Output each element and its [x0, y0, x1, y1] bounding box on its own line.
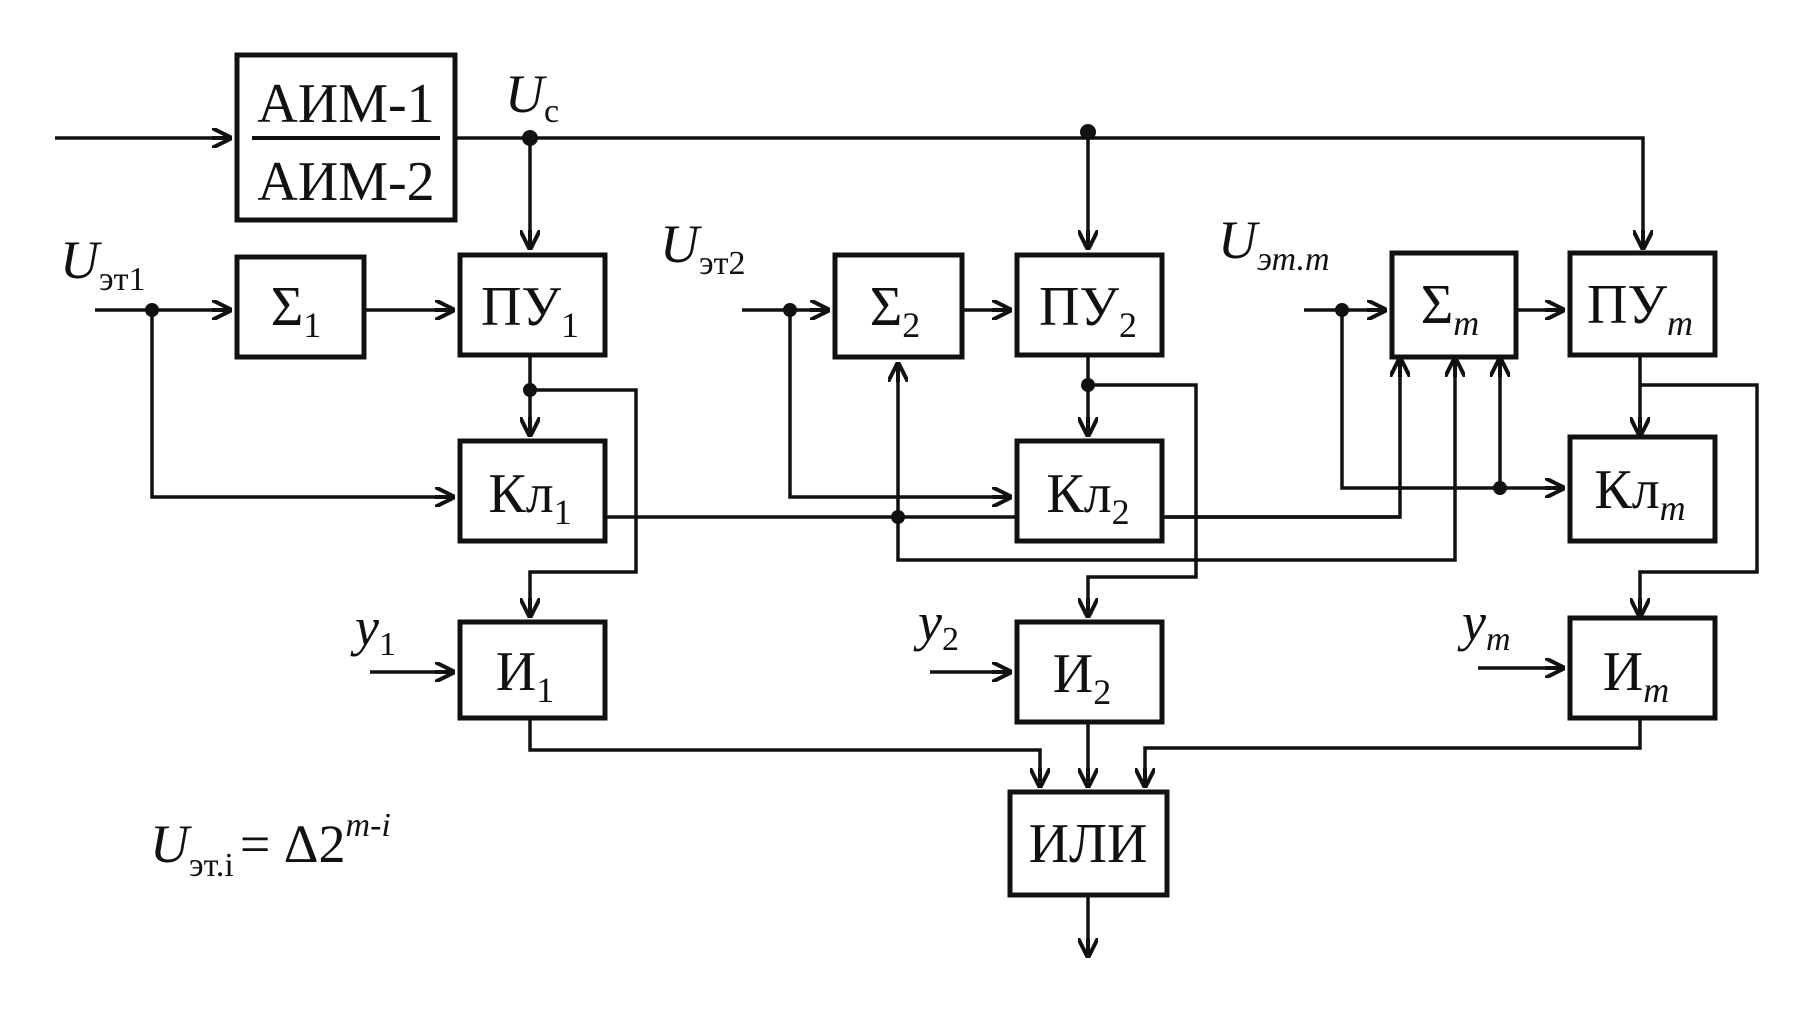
or-gate-label: ИЛИ	[1029, 813, 1148, 875]
pu-block-2	[1014, 252, 1165, 358]
sum-block-2	[832, 252, 965, 360]
junction-dot	[1080, 124, 1096, 140]
junction-dot	[523, 383, 537, 397]
svg-text:Σm: Σm	[1421, 274, 1480, 343]
ref-voltage-m-label: Uэт.m	[1218, 210, 1330, 278]
svg-text:Клm: Клm	[1594, 459, 1685, 528]
modulator-block: АИМ-1 АИМ-2	[234, 52, 458, 223]
channel-m: Uэт.m Σm ПУm Клm Иm ym	[1218, 210, 1718, 721]
modulator-top-label: АИМ-1	[257, 73, 434, 135]
svg-text:И1: И1	[496, 641, 554, 710]
key-block-2	[1014, 438, 1165, 544]
and-gate-m	[1567, 615, 1718, 721]
modulator-bottom-label: АИМ-2	[257, 151, 434, 213]
svg-text:И2: И2	[1053, 643, 1111, 712]
signal-uc-label: Uc	[505, 64, 559, 130]
sum-block-m	[1389, 250, 1519, 360]
svg-text:ПУm: ПУm	[1587, 274, 1693, 343]
svg-text:ПУ1: ПУ1	[481, 276, 579, 345]
formula: Uэт.i= Δ2m-i	[150, 807, 391, 884]
svg-text:ПУ2: ПУ2	[1039, 276, 1137, 345]
pu-block-m	[1567, 250, 1718, 358]
svg-text:Кл1: Кл1	[488, 463, 571, 532]
junction-dot	[1081, 378, 1095, 392]
junction-dot	[891, 510, 905, 524]
junction-dot	[1493, 481, 1507, 495]
ref-voltage-1-label: Uэт1	[60, 230, 145, 298]
channel-1: Uэт1 Σ1 ПУ1 Кл1 И1 y1	[60, 230, 608, 721]
key-block-m	[1567, 434, 1718, 544]
or-gate: ИЛИ	[1007, 789, 1170, 898]
junction-dots	[145, 124, 1507, 524]
junction-dot	[783, 303, 797, 317]
svg-text:Иm: Иm	[1603, 641, 1669, 710]
ref-voltage-2-label: Uэт2	[660, 214, 745, 282]
y-input-1-label: y1	[350, 597, 396, 663]
and-gate-1	[457, 619, 608, 721]
junction-dot	[1335, 303, 1349, 317]
svg-text:Σ1: Σ1	[271, 276, 322, 345]
svg-text:Кл2: Кл2	[1046, 463, 1129, 532]
y-input-m-label: ym	[1457, 592, 1511, 658]
pu-block-1	[457, 252, 608, 358]
junction-dot	[145, 303, 159, 317]
sum-block-1	[234, 254, 367, 360]
and-gate-2	[1014, 619, 1165, 725]
svg-text:Σ2: Σ2	[870, 276, 921, 345]
junction-dot	[522, 130, 538, 146]
y-input-2-label: y2	[913, 592, 959, 658]
channel-2: Uэт2 Σ2 ПУ2 Кл2 И2 y2	[660, 214, 1165, 725]
key-block-1	[457, 438, 608, 544]
